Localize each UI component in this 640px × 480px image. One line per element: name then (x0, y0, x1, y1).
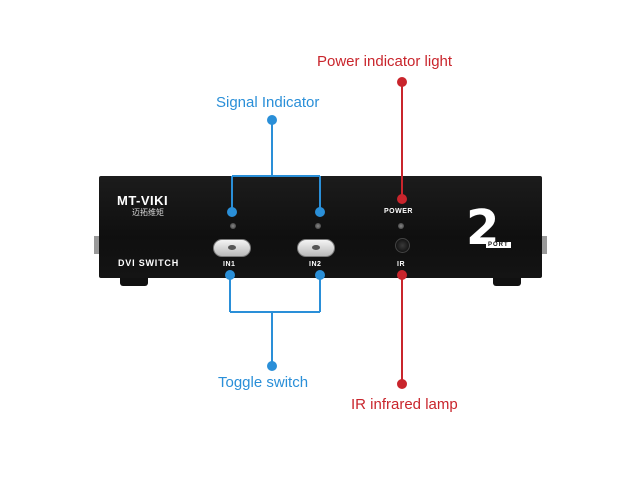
power-text: POWER (384, 208, 413, 215)
ir-text: IR (397, 261, 405, 268)
signal-indicator-label: Signal Indicator (216, 94, 320, 111)
toggle-callout (225, 270, 325, 371)
right-foot (493, 278, 521, 286)
signal-led-1 (230, 223, 236, 229)
toggle-button-in1[interactable] (213, 239, 251, 257)
power-led (398, 223, 404, 229)
port-label-in1: IN1 (223, 261, 236, 268)
toggle-switch-label: Toggle switch (218, 374, 309, 391)
power-indicator-label: Power indicator light (317, 53, 453, 70)
toggle-button-in2[interactable] (297, 239, 335, 257)
right-side-bracket (542, 236, 547, 254)
signal-callout (227, 115, 325, 217)
port-word: PORT (486, 242, 511, 248)
signal-led-2 (315, 223, 321, 229)
ir-lamp-label: IR infrared lamp (351, 396, 458, 413)
brand-logo: MT-VIKI (117, 193, 169, 208)
left-side-bracket (94, 236, 99, 254)
port-count-badge: 2 PORT (466, 204, 511, 252)
model-label: DVI SWITCH (118, 258, 179, 268)
port-label-in2: IN2 (309, 261, 322, 268)
brand-chinese: 迈拓维矩 (132, 208, 164, 217)
ir-receiver (395, 238, 410, 253)
ir-callout (397, 270, 407, 389)
left-foot (120, 278, 148, 286)
power-callout (397, 77, 407, 204)
